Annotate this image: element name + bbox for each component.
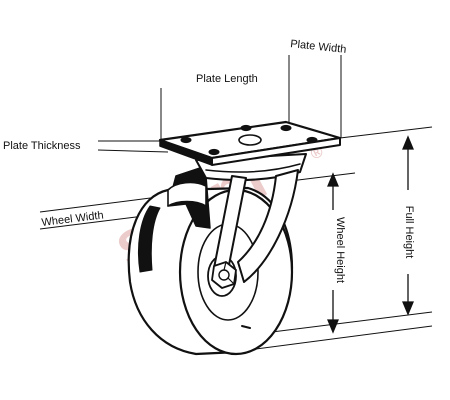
ground-line-bottom: [247, 325, 433, 351]
axle-nut-center: [218, 269, 230, 281]
axle-nut-edge: [227, 277, 235, 285]
axle-nut: [211, 261, 237, 289]
full-height-label: Full Height: [403, 206, 415, 259]
plate-top-extension-line: [339, 126, 433, 139]
full-height-arrowhead-top: [402, 135, 414, 150]
axle-nut-edge: [223, 261, 227, 271]
top-plate: [158, 120, 342, 166]
fork-extension-line: [289, 172, 356, 182]
plate-length-label: Plate Length: [196, 73, 258, 85]
plate-bolt-hole: [280, 124, 292, 132]
plate-width-label: Plate Width: [290, 38, 347, 56]
plate-dimension-lines: [160, 55, 342, 140]
plate-bolt-hole: [208, 148, 220, 156]
dimension-labels: Plate Width Plate Length Plate Thickness…: [3, 38, 415, 283]
wheel-height-label: Wheel Height: [334, 217, 346, 283]
wheel-height-arrowhead-top: [327, 172, 339, 187]
wheel-width-line-top: [39, 195, 167, 213]
plate-thickness-leader-bottom: [97, 149, 169, 153]
plate-thickness-label: Plate Thickness: [3, 140, 81, 152]
plate-bolt-hole: [180, 136, 192, 144]
height-arrows: [327, 135, 414, 334]
plate-center-hole: [238, 134, 262, 146]
wheel-height-arrowhead-bottom: [327, 319, 339, 334]
reference-lines: [39, 126, 433, 351]
plate-bolt-hole: [306, 136, 318, 144]
full-height-arrowhead-bottom: [402, 301, 414, 316]
swivel-ring: [205, 163, 301, 173]
fork-rear-leg-face: [167, 181, 207, 207]
wheel-width-label: Wheel Width: [41, 209, 104, 229]
plate-bolt-hole: [240, 124, 252, 132]
fork-front-plate: [237, 169, 299, 283]
top-plate-right-edge: [211, 137, 341, 166]
wheel-bottom-mark: [241, 325, 251, 329]
ground-line-top: [247, 311, 433, 336]
wheel-side-shading: [137, 205, 161, 273]
caster-drawing: [127, 120, 342, 356]
